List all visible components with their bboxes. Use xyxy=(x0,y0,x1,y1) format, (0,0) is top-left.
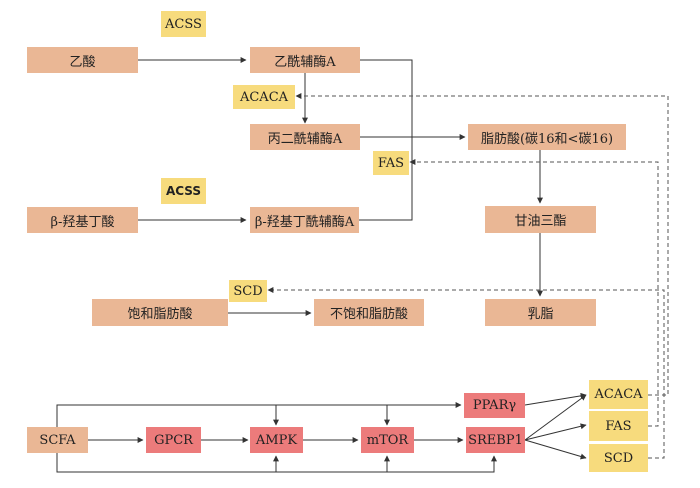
enzyme-scd-mid: SCD xyxy=(229,280,267,302)
node-unsaturated-fa: 不饱和脂肪酸 xyxy=(314,299,424,326)
enzyme-acaca-top: ACACA xyxy=(233,85,295,109)
enzyme-fas-mid: FAS xyxy=(373,151,409,175)
node-scfa: SCFA xyxy=(27,427,88,453)
line-scfa-up-bus xyxy=(56,402,462,427)
dashed-acaca-feedback xyxy=(295,93,669,396)
node-fatty-acids: 脂肪酸(碳16和<碳16) xyxy=(468,124,626,150)
node-bhb-coa: β-羟基丁酰辅酶A xyxy=(250,207,359,233)
arrow-pparg-to-acaca xyxy=(524,392,587,406)
arrow-srebp1-to-acaca xyxy=(524,394,587,441)
node-malonyl-coa: 丙二酰辅酶A xyxy=(250,124,360,150)
node-saturated-fa: 饱和脂肪酸 xyxy=(92,299,228,326)
dashed-scd-feedback xyxy=(267,287,665,459)
node-pparg: PPARγ xyxy=(464,393,525,418)
arrow-srebp1-to-scd xyxy=(524,439,587,460)
node-triglyceride: 甘油三酯 xyxy=(485,206,596,233)
node-srebp1: SREBP1 xyxy=(466,427,525,453)
dashed-fas-feedback xyxy=(409,159,659,427)
node-gpcr: GPCR xyxy=(146,427,201,453)
enzyme-acss-2: ACSS xyxy=(161,178,206,204)
enzyme-acaca-bottom: ACACA xyxy=(589,380,648,409)
node-acetate: 乙酸 xyxy=(27,47,138,73)
arrow-srebp1-to-fas xyxy=(524,423,587,441)
node-mtor: mTOR xyxy=(361,427,414,453)
node-milk-fat: 乳脂 xyxy=(485,299,596,326)
enzyme-scd-bottom: SCD xyxy=(589,444,648,472)
enzyme-fas-bottom: FAS xyxy=(589,411,648,441)
node-ampk: AMPK xyxy=(250,427,303,453)
line-bhbcoa-to-acetylcoa xyxy=(359,59,413,221)
node-bhba: β-羟基丁酸 xyxy=(27,207,138,233)
node-acetyl-coa: 乙酰辅酶A xyxy=(250,47,360,73)
enzyme-acss-1: ACSS xyxy=(161,11,206,37)
